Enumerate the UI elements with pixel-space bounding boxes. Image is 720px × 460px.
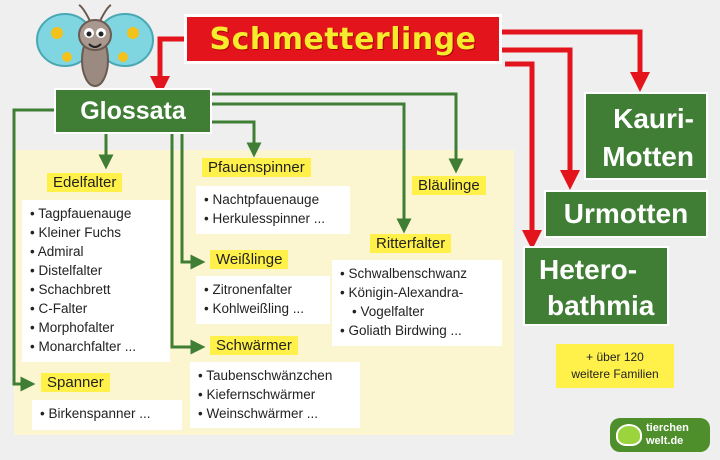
kauri-line-1: Kauri- xyxy=(613,103,694,134)
more-line-1: + über 120 xyxy=(586,350,644,364)
label-weisslinge: Weißlinge xyxy=(210,250,289,269)
title-schmetterlinge: Schmetterlinge xyxy=(184,14,502,64)
list-ritterfalter: Schwalbenschwanz Königin-Alexandra- Voge… xyxy=(332,260,502,346)
label-pfauenspinner: Pfauenspinner xyxy=(202,158,311,177)
list-item: Kohlweißling ... xyxy=(204,299,322,318)
node-kauri-motten: Kauri- Motten xyxy=(584,92,708,180)
list-schwaermer: Taubenschwänzchen Kiefernschwärmer Weins… xyxy=(190,362,360,428)
list-spanner: Birkenspanner ... xyxy=(32,400,182,430)
more-line-2: weitere Familien xyxy=(571,367,659,381)
list-item: Schwalbenschwanz xyxy=(340,264,494,283)
hetero-line-2: bathmia xyxy=(547,290,655,321)
kauri-line-2: Motten xyxy=(602,141,694,172)
list-item: Schachbrett xyxy=(30,280,162,299)
node-heterobathmia: Hetero- bathmia xyxy=(523,246,669,326)
tierchenwelt-logo[interactable]: tierchen welt.de xyxy=(610,418,710,452)
list-item: Weinschwärmer ... xyxy=(198,404,352,423)
list-item: Taubenschwänzchen xyxy=(198,366,352,385)
label-edelfalter: Edelfalter xyxy=(47,173,123,192)
list-item: Zitronenfalter xyxy=(204,280,322,299)
list-item: Admiral xyxy=(30,242,162,261)
hetero-line-1: Hetero- xyxy=(539,254,638,285)
list-item: Goliath Birdwing ... xyxy=(340,321,494,340)
label-blaeulinge: Bläulinge xyxy=(412,176,486,195)
label-schwaermer: Schwärmer xyxy=(210,336,298,355)
frog-icon xyxy=(616,424,642,446)
logo-line-1: tierchen xyxy=(646,422,689,434)
list-pfauenspinner: Nachtpfauenauge Herkulesspinner ... xyxy=(196,186,350,234)
list-item: Distelfalter xyxy=(30,261,162,280)
list-item: Birkenspanner ... xyxy=(40,404,174,423)
list-item: C-Falter xyxy=(30,299,162,318)
list-item: Nachtpfauenauge xyxy=(204,190,342,209)
list-item: Morphofalter xyxy=(30,318,162,337)
list-item: Tagpfauenauge xyxy=(30,204,162,223)
list-item: Kleiner Fuchs xyxy=(30,223,162,242)
list-item: Vogelfalter xyxy=(340,302,494,321)
logo-text: tierchen welt.de xyxy=(646,422,689,448)
logo-line-2: welt.de xyxy=(646,435,684,447)
list-weisslinge: Zitronenfalter Kohlweißling ... xyxy=(196,276,330,324)
list-item: Kiefernschwärmer xyxy=(198,385,352,404)
list-item: Monarchfalter ... xyxy=(30,337,162,356)
more-families-note: + über 120 weitere Familien xyxy=(556,344,674,388)
label-ritterfalter: Ritterfalter xyxy=(370,234,452,253)
label-spanner: Spanner xyxy=(41,373,110,392)
list-item: Königin-Alexandra- xyxy=(340,283,494,302)
node-glossata: Glossata xyxy=(54,88,212,134)
list-edelfalter: Tagpfauenauge Kleiner Fuchs Admiral Dist… xyxy=(22,200,170,362)
node-urmotten: Urmotten xyxy=(544,190,708,238)
list-item: Herkulesspinner ... xyxy=(204,209,342,228)
